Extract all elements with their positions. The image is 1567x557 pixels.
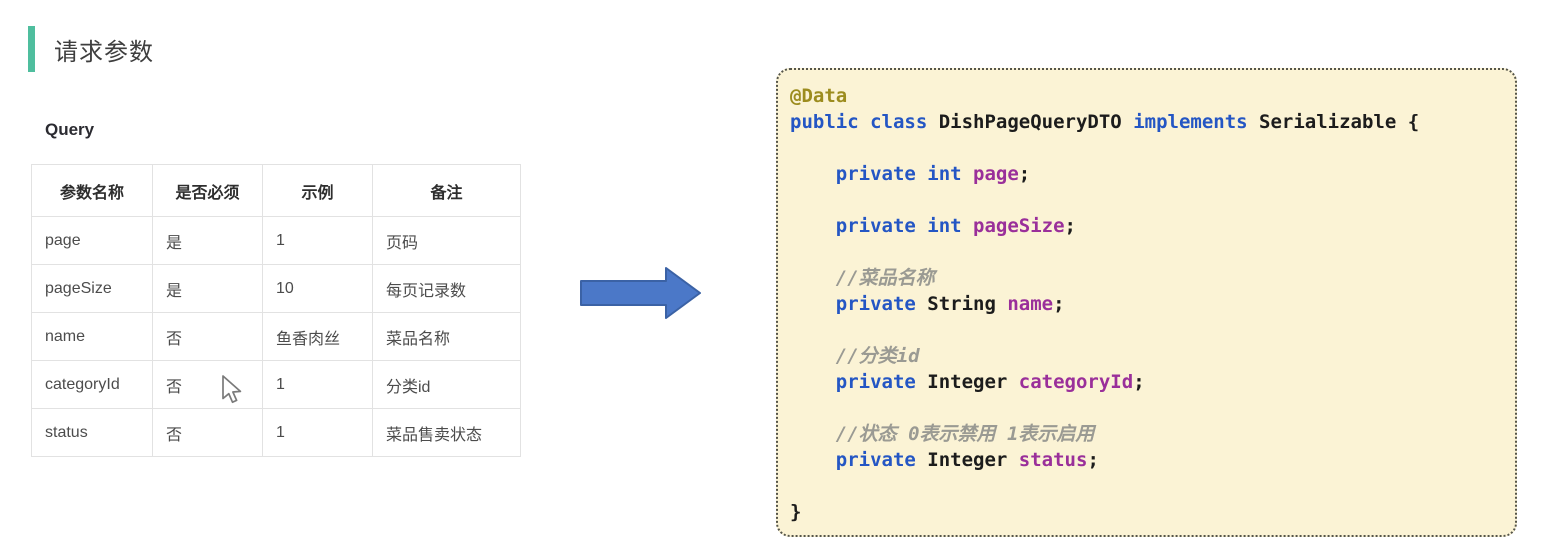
accent-bar [28,26,35,72]
code-token: Integer [927,449,1019,471]
code-token: private int [790,163,974,185]
code-token: } [790,501,802,523]
code-line [790,395,1501,421]
table-cell: name [31,312,153,361]
query-label: Query [45,120,95,139]
table-cell: 是 [152,216,263,265]
table-cell: 1 [262,360,373,409]
code-token: categoryId [1018,371,1134,393]
code-line: //分类id [790,343,1501,369]
code-token: ; [1133,371,1145,393]
code-token: private int [790,215,974,237]
code-token: //菜品名称 [790,267,935,289]
code-token: ; [1018,163,1031,185]
table-cell: 页码 [372,216,521,265]
code-line: //菜品名称 [790,265,1501,291]
code-line [790,473,1501,499]
code-line: public class DishPageQueryDTO implements… [790,109,1501,135]
code-token: implements [1133,111,1260,133]
table-cell: status [31,408,153,457]
section-title: 请求参数 [28,26,154,72]
code-line: private int pageSize; [790,213,1501,239]
table-cell: 菜品售卖状态 [372,408,521,457]
table-cell: 每页记录数 [372,264,521,313]
section-title-text: 请求参数 [54,38,154,66]
code-token: page [973,163,1019,185]
code-token: private [790,293,928,315]
right-arrow-icon [580,267,701,319]
table-cell: 是 [152,264,263,313]
table-cell: 否 [152,408,263,457]
code-token: private [790,449,928,471]
code-token: status [1018,449,1088,471]
table-cell: 否 [152,360,263,409]
code-line [790,239,1501,265]
table-cell: 1 [262,216,373,265]
column-header: 备注 [372,164,521,217]
table-cell: page [31,216,153,265]
code-token: pageSize [973,215,1065,237]
code-token: //分类id [790,345,920,367]
code-token: ; [1064,215,1076,237]
code-line: private Integer categoryId; [790,369,1501,395]
table-cell: 鱼香肉丝 [262,312,373,361]
code-token: ; [1053,293,1065,315]
table-cell: 10 [262,264,373,313]
table-cell: categoryId [31,360,153,409]
code-token: DishPageQueryDTO [938,111,1134,133]
code-line: //状态 0表示禁用 1表示启用 [790,421,1501,447]
code-line: @Data [790,83,1501,109]
code-token: public class [790,111,939,133]
code-line [790,135,1501,161]
code-token: private [790,371,928,393]
code-token: name [1007,293,1054,315]
column-header: 是否必须 [152,164,263,217]
table-cell: 1 [262,408,373,457]
code-token: Integer [927,371,1019,393]
code-line [790,317,1501,343]
code-token: String [927,293,1008,315]
table-cell: 否 [152,312,263,361]
code-token: @Data [790,85,848,107]
code-line: private int page; [790,161,1501,187]
code-line: private Integer status; [790,447,1501,473]
code-line: } [790,499,1501,525]
mouse-cursor-icon [222,375,242,404]
column-header: 示例 [262,164,373,217]
table-cell: pageSize [31,264,153,313]
table-cell: 菜品名称 [372,312,521,361]
code-line: private String name; [790,291,1501,317]
code-token: //状态 0表示禁用 1表示启用 [790,423,1095,445]
column-header: 参数名称 [31,164,153,217]
table-header-row: 参数名称是否必须示例备注 [31,164,521,217]
table-cell: 分类id [372,360,521,409]
code-token: ; [1087,449,1099,471]
code-token: Serializable { [1259,111,1420,133]
code-line [790,187,1501,213]
